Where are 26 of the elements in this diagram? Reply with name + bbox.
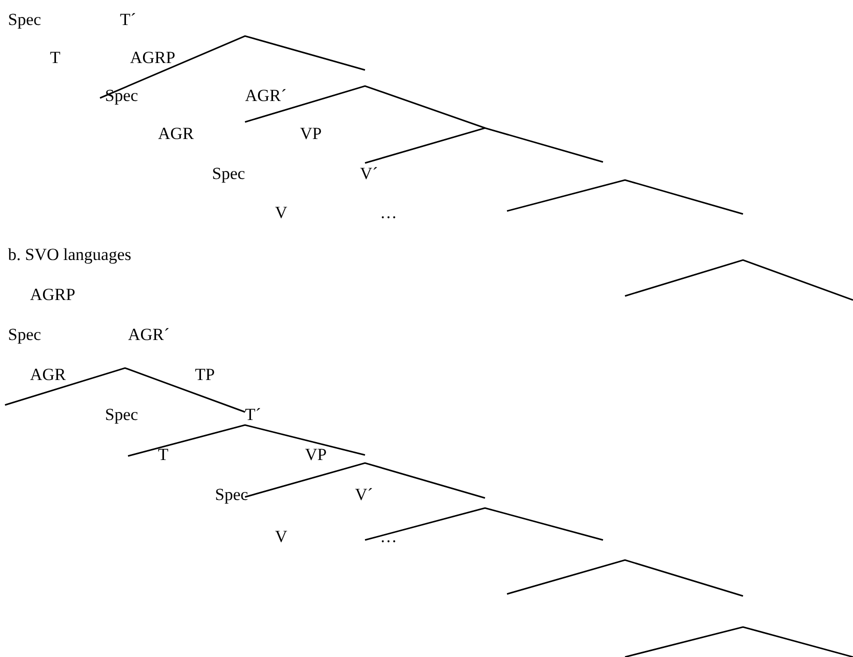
tree-label: Spec: [8, 10, 42, 30]
tree-label: V´: [355, 485, 373, 505]
tree-label: Spec: [212, 164, 246, 184]
tree-label: VP: [305, 445, 327, 465]
tree-label: b. SVO languages: [8, 245, 132, 265]
tree-label: V: [275, 203, 288, 223]
tree-label: Spec: [105, 405, 138, 425]
tree-label: T´: [245, 405, 262, 425]
tree-label: AGR: [30, 365, 66, 385]
tree-label: T: [158, 445, 168, 465]
tree-label: AGRP: [130, 48, 176, 68]
tree-label: …: [380, 527, 397, 547]
tree-label: T´: [120, 10, 136, 30]
tree-label: AGR´: [245, 86, 287, 106]
tree-label: VP: [300, 124, 322, 144]
tree-label: Spec: [215, 485, 248, 505]
tree-label: TP: [195, 365, 215, 385]
tree-label: V´: [360, 164, 378, 184]
tree-label: Spec: [105, 86, 138, 106]
tree-label: …: [380, 203, 397, 223]
tree-label: AGR´: [128, 325, 170, 345]
tree-label: Spec: [8, 325, 42, 345]
tree-label: V: [275, 527, 288, 547]
tree-label: AGRP: [30, 285, 76, 305]
tree-label: AGR: [158, 124, 194, 144]
tree-label: T: [50, 48, 60, 68]
